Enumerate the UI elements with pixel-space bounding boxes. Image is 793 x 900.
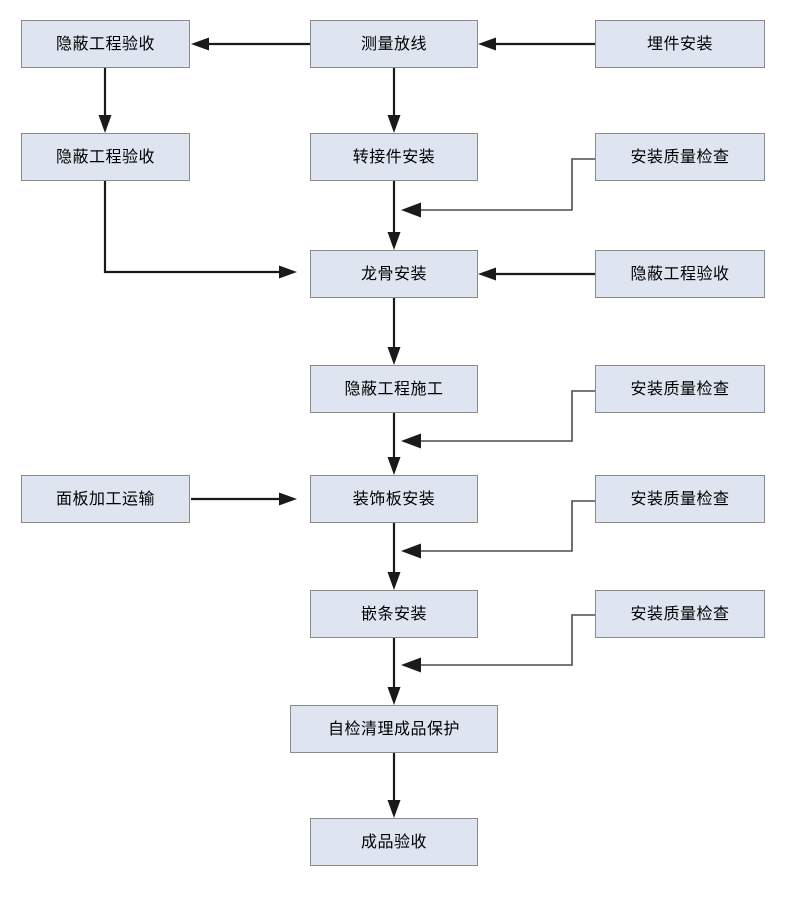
node-yinbi-gongcheng-yanshou-3[interactable]: 隐蔽工程验收 <box>595 250 765 298</box>
node-maijian-anzhuang[interactable]: 埋件安装 <box>595 20 765 68</box>
edge-celiang-to-yinbi1 <box>191 37 310 51</box>
edge-yinbi3-to-longgu <box>478 267 595 281</box>
node-anzhuang-zhiliang-jiancha-4[interactable]: 安装质量检查 <box>595 590 765 638</box>
node-anzhuang-zhiliang-jiancha-2[interactable]: 安装质量检查 <box>595 365 765 413</box>
node-zijian-qingli-chengpin-baohu[interactable]: 自检清理成品保护 <box>290 705 498 753</box>
node-mianban-jiagong-yunshu[interactable]: 面板加工运输 <box>21 475 190 523</box>
node-qiantiao-anzhuang[interactable]: 嵌条安装 <box>310 590 478 638</box>
edge-zijian-to-chengpin <box>387 753 401 818</box>
node-yinbi-gongcheng-shigong[interactable]: 隐蔽工程施工 <box>310 365 478 413</box>
node-anzhuang-zhiliang-jiancha-3[interactable]: 安装质量检查 <box>595 475 765 523</box>
node-zhuanjiejian-anzhuang[interactable]: 转接件安装 <box>310 133 478 181</box>
edge-zhuangshiban-to-qiantiao <box>387 523 401 590</box>
edge-yinbi2-to-longgu <box>103 181 297 279</box>
node-yinbi-gongcheng-yanshou-2[interactable]: 隐蔽工程验收 <box>21 133 190 181</box>
node-celiang-fangxian[interactable]: 测量放线 <box>310 20 478 68</box>
node-anzhuang-zhiliang-jiancha-1[interactable]: 安装质量检查 <box>595 133 765 181</box>
node-zhuangshiban-anzhuang[interactable]: 装饰板安装 <box>310 475 478 523</box>
edge-mianban-to-zhuangshiban <box>191 492 297 506</box>
edge-zhuanjiejian-to-longgu <box>387 181 401 250</box>
edge-celiang-to-zhuanjiejian <box>387 68 401 133</box>
edge-maijian-to-celiang <box>478 37 595 51</box>
node-chengpin-yanshou[interactable]: 成品验收 <box>310 818 478 866</box>
edge-yinbishigong-to-zhuangshiban <box>387 413 401 475</box>
edge-yinbi1-to-yinbi2 <box>98 68 112 133</box>
node-longgu-anzhuang[interactable]: 龙骨安装 <box>310 250 478 298</box>
node-yinbi-gongcheng-yanshou-1[interactable]: 隐蔽工程验收 <box>21 20 190 68</box>
edge-longgu-to-yinbishigong <box>387 298 401 365</box>
edge-qiantiao-to-zijian <box>387 638 401 705</box>
